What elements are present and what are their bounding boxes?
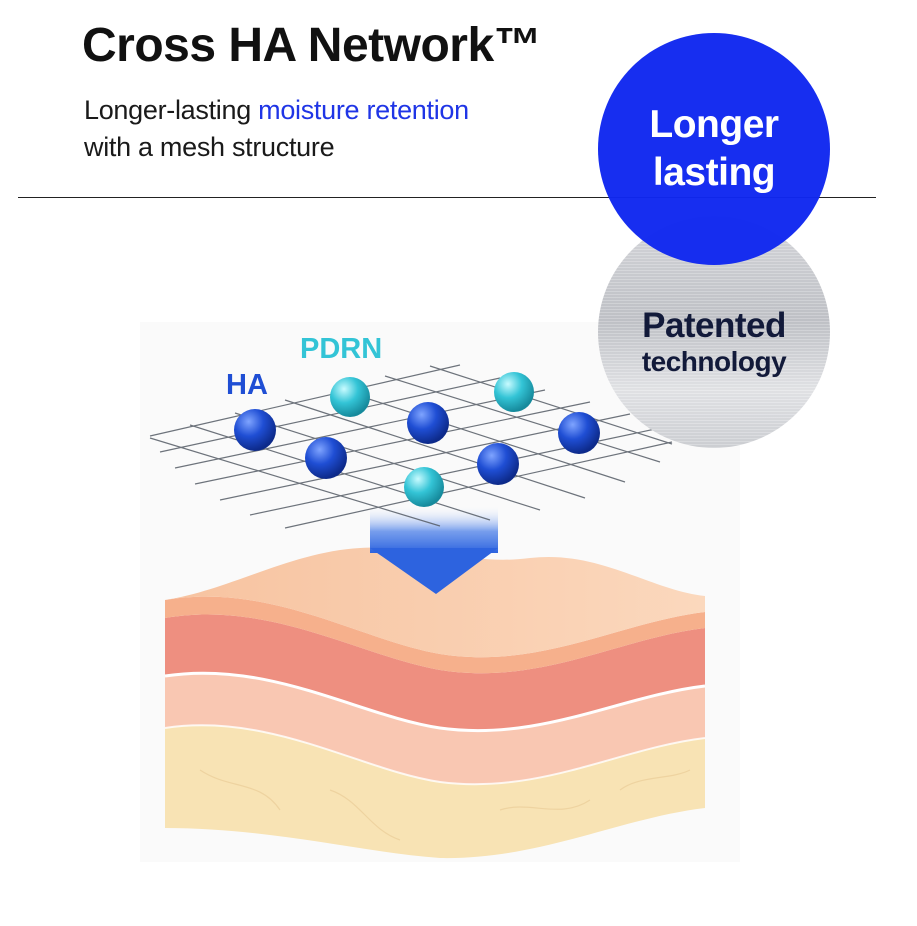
pdrn-molecule <box>494 372 534 412</box>
subtitle-line-1: Longer-lasting moisture retention <box>84 92 469 129</box>
patented-badge-line-1: Patented <box>642 306 786 345</box>
pdrn-molecule <box>404 467 444 507</box>
molecules <box>234 372 600 507</box>
ha-molecule <box>558 412 600 454</box>
skin-block <box>164 547 706 859</box>
subtitle-line-2: with a mesh structure <box>84 132 335 162</box>
pdrn-molecule <box>330 377 370 417</box>
subtitle-accent: moisture retention <box>258 95 469 125</box>
divider <box>18 197 876 198</box>
subtitle: Longer-lasting moisture retention with a… <box>84 92 469 166</box>
ha-molecule <box>407 402 449 444</box>
ha-molecule <box>477 443 519 485</box>
absorption-arrow <box>370 505 498 594</box>
longer-lasting-badge-line-1: Longer <box>649 103 779 146</box>
mesh-network <box>149 364 673 529</box>
subtitle-text: Longer-lasting <box>84 95 259 125</box>
longer-lasting-badge: Longer lasting <box>598 33 830 265</box>
ha-molecule <box>234 409 276 451</box>
longer-lasting-badge-line-2: lasting <box>652 151 776 194</box>
page-title: Cross HA Network™ <box>82 19 542 72</box>
pdrn-label: PDRN <box>300 333 382 365</box>
ha-molecule <box>305 437 347 479</box>
patented-badge: Patented technology <box>598 216 830 448</box>
patented-badge-line-2: technology <box>641 346 787 377</box>
ha-label: HA <box>226 369 268 401</box>
